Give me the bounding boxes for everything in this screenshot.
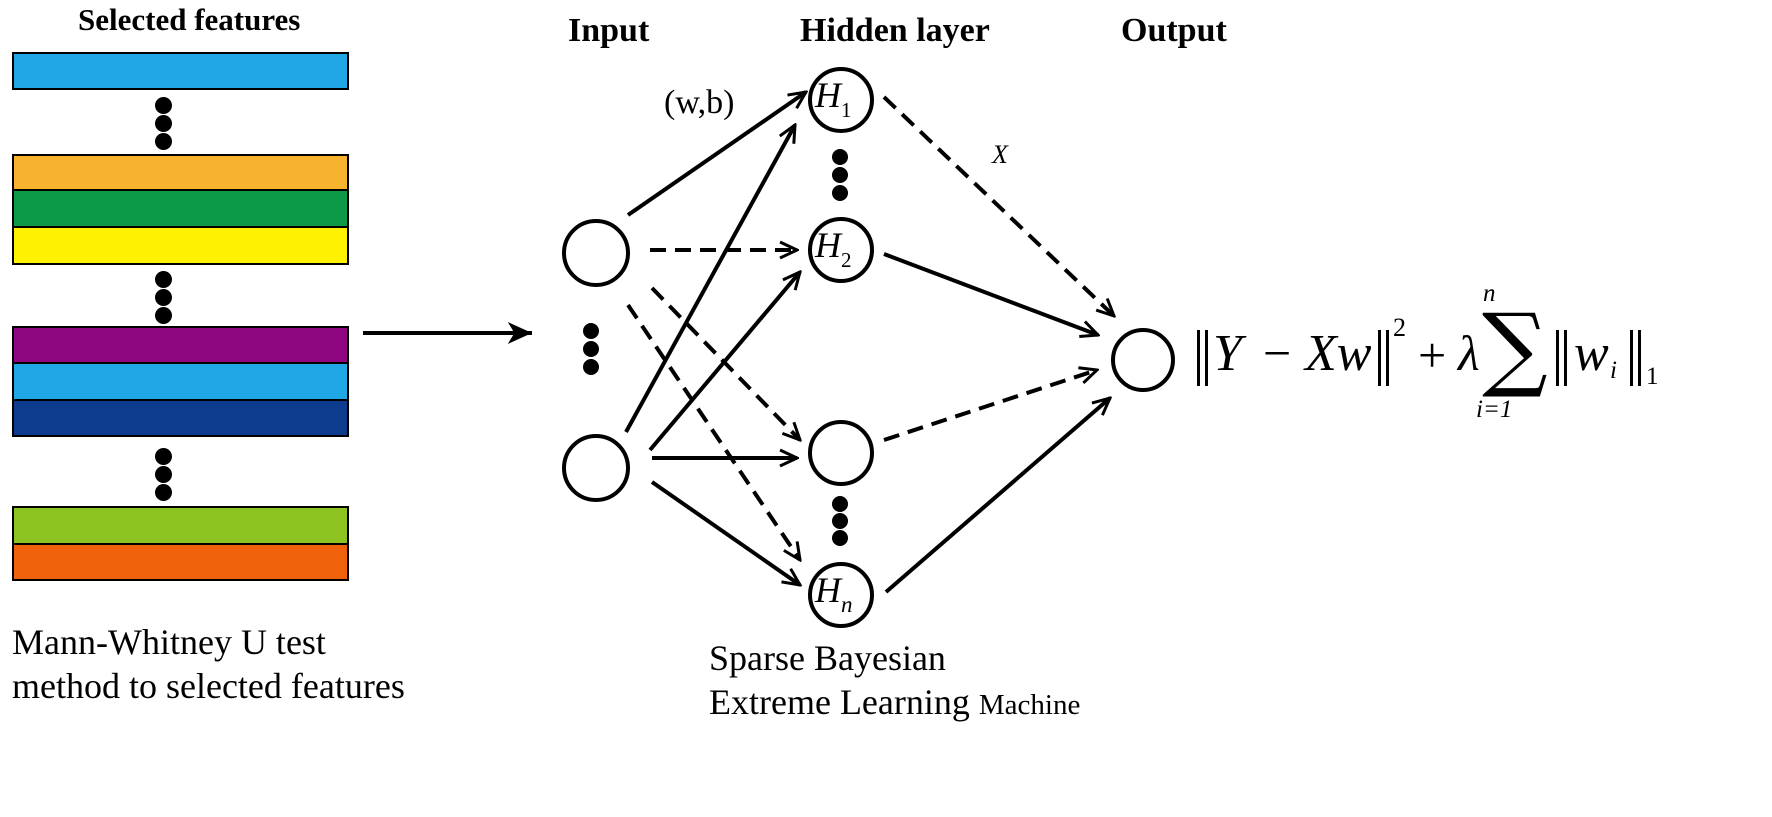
hidden-ellipsis-top	[832, 149, 848, 201]
formula-sum-lower: i=1	[1476, 396, 1513, 423]
edge-hn-out	[884, 398, 1110, 594]
edge-in-bottom-hn	[650, 480, 800, 585]
network-caption: Sparse Bayesian Extreme Learning Machine	[709, 636, 1080, 727]
features-caption-line2: method to selected features	[12, 666, 405, 706]
hidden-node-h1	[808, 67, 874, 133]
formula-minus: −	[1263, 325, 1292, 381]
network-caption-line2-small: Machine	[978, 689, 1081, 721]
hidden-layer-label: Hidden layer	[800, 12, 990, 49]
formula-norm-sub: 1	[1646, 363, 1659, 390]
network-caption-line1: Sparse Bayesian	[709, 638, 946, 678]
edge-in-bottom-h1	[624, 125, 797, 433]
edge-h2-out	[883, 252, 1098, 335]
feature-bar	[12, 399, 349, 437]
input-node-bottom	[562, 434, 630, 502]
formula-w-sub: i	[1610, 357, 1617, 384]
edge-h3-out	[883, 370, 1097, 442]
hidden-node-h2	[808, 217, 874, 283]
formula-sum-upper: n	[1483, 280, 1496, 307]
feature-bar	[12, 52, 349, 90]
output-node	[1111, 328, 1175, 392]
feature-bar	[12, 543, 349, 581]
formula-y: Y	[1213, 325, 1242, 382]
features-caption: Mann-Whitney U test method to selected f…	[12, 620, 405, 708]
hidden-ellipsis-bottom	[832, 496, 848, 546]
formula-square: 2	[1393, 313, 1406, 342]
input-node-top	[562, 219, 630, 287]
hn-label: Hn	[815, 570, 853, 617]
edge-in-bottom-h2	[648, 272, 800, 452]
formula-lambda: λ	[1458, 325, 1480, 381]
edge-in-top-h1	[626, 92, 806, 217]
weight-label: (w,b)	[664, 84, 735, 121]
x-label: X	[992, 140, 1008, 169]
feature-bar	[12, 326, 349, 364]
h2-label: H2	[815, 225, 852, 272]
network-caption-line2-main: Extreme Learning	[709, 682, 970, 722]
feature-bar	[12, 362, 349, 401]
features-caption-line1: Mann-Whitney U test	[12, 622, 326, 662]
edge-in-top-hn	[626, 303, 800, 560]
input-label: Input	[568, 12, 650, 49]
network-caption-line2: Extreme Learning Machine	[709, 680, 1080, 727]
hidden-node-hn	[808, 562, 874, 628]
edge-h1-out	[882, 95, 1114, 316]
formula-xw: Xw	[1305, 325, 1372, 382]
features-title: Selected features	[78, 2, 301, 37]
input-ellipsis	[583, 323, 599, 375]
h1-label: H1	[815, 75, 852, 122]
formula-w: w	[1574, 325, 1609, 382]
hidden-node-3	[808, 420, 874, 486]
edge-in-top-h3	[650, 286, 800, 440]
formula-plus: +	[1418, 327, 1447, 383]
formula-sum: ∑	[1482, 294, 1548, 401]
output-label: Output	[1121, 12, 1227, 49]
feature-bar	[12, 226, 349, 265]
